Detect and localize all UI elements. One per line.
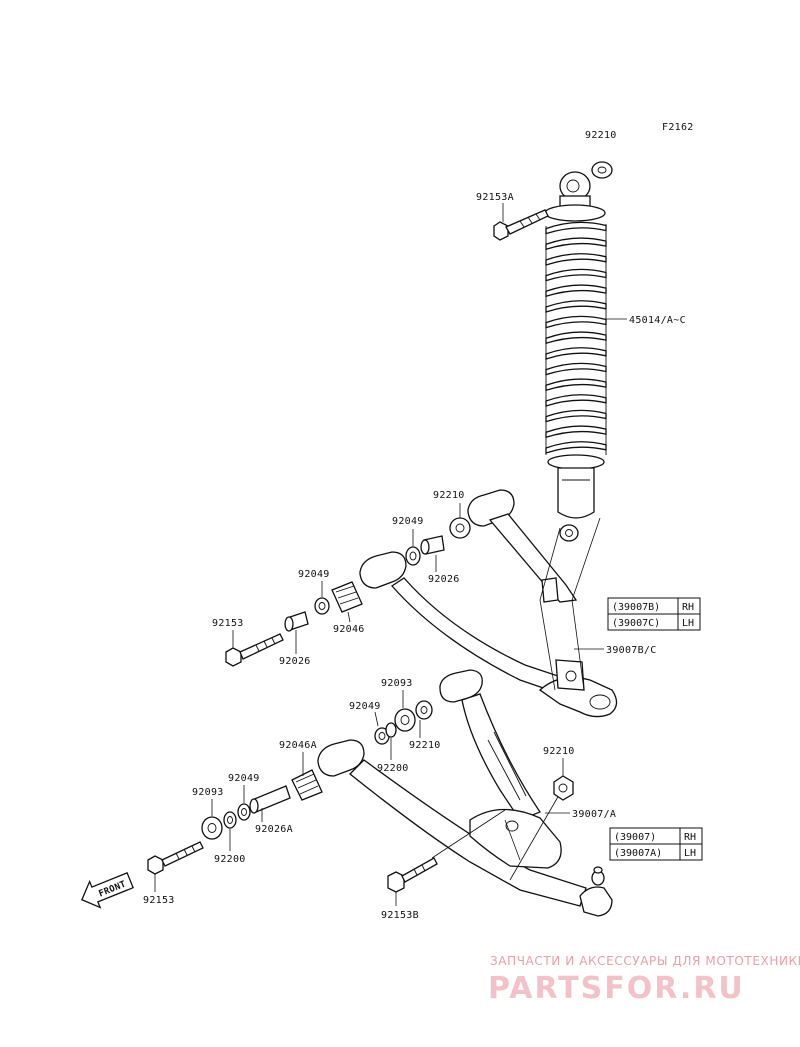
bushing-92049-upper-front[interactable]	[314, 597, 330, 615]
spring-coil	[545, 394, 607, 407]
lower-arm-table: (39007) RH (39007A) LH	[609, 827, 703, 861]
front-arrow-icon: FRONT	[81, 871, 134, 909]
label-92153-upper: 92153	[212, 618, 244, 629]
label-92200-lower-r: 92200	[377, 763, 409, 774]
label-92026-upper-r: 92026	[428, 574, 460, 585]
label-92210-lower-r: 92210	[409, 740, 441, 751]
collar-92026-upper-front[interactable]	[284, 611, 309, 632]
label-92210-upper: 92210	[433, 490, 465, 501]
spring-coil	[545, 221, 607, 235]
washer-92200-lower-front[interactable]	[223, 811, 237, 829]
nut-92210-lower-rear[interactable]	[415, 700, 433, 720]
label-92046-upper: 92046	[333, 624, 365, 635]
spring-coil	[545, 425, 607, 439]
label-92049-upper-l: 92049	[298, 569, 330, 580]
spring-coil	[545, 315, 607, 329]
table-cell: (39007)	[614, 832, 656, 843]
table-cell: (39007C)	[612, 618, 660, 629]
label-45014: 45014/A~C	[629, 315, 686, 326]
table-cell: (39007A)	[614, 848, 662, 859]
collar-92026A[interactable]	[249, 785, 291, 814]
spring-coil	[545, 441, 607, 454]
coil-spring	[545, 221, 607, 455]
upper-a-arm[interactable]	[359, 489, 618, 718]
spring-coil	[545, 284, 607, 298]
nut-92210-lower[interactable]	[553, 775, 574, 801]
table-cell: LH	[682, 618, 694, 629]
table-cell: LH	[684, 848, 696, 859]
label-92049-lower-l: 92049	[228, 773, 260, 784]
bushing-92046-upper[interactable]	[331, 581, 363, 613]
washer-92210-upper[interactable]	[449, 517, 471, 539]
bushing-92049-upper-rear[interactable]	[405, 546, 421, 566]
watermark-top: ЗАПЧАСТИ И АКСЕССУАРЫ ДЛЯ МОТОТЕХНИКИ	[490, 954, 800, 968]
label-92210-top: 92210	[585, 130, 617, 141]
washer-92093-lower-front[interactable]	[201, 816, 223, 840]
label-92153B: 92153B	[381, 910, 419, 921]
spring-coil	[545, 268, 607, 282]
shock-absorber[interactable]	[544, 171, 607, 542]
bolt-92153-lower[interactable]	[147, 841, 204, 875]
label-92026-upper-l: 92026	[279, 656, 311, 667]
watermark: ЗАПЧАСТИ И АКСЕССУАРЫ ДЛЯ МОТОТЕХНИКИ PA…	[488, 954, 800, 1006]
label-92093-lower-r: 92093	[381, 678, 413, 689]
watermark-main: PARTSFOR.RU	[488, 971, 745, 1006]
label-92026A: 92026A	[255, 824, 293, 835]
label-39007A: 39007/A	[572, 809, 616, 820]
figure-code: F2162	[662, 122, 694, 133]
label-92046A: 92046A	[279, 740, 317, 751]
label-39007BC: 39007B/C	[606, 645, 657, 656]
spring-coil	[545, 378, 607, 392]
label-92200-lower-l: 92200	[214, 854, 246, 865]
table-cell: RH	[682, 602, 694, 613]
spring-coil	[545, 362, 607, 376]
spring-coil	[545, 331, 607, 345]
bushing-92049-lower-front[interactable]	[237, 803, 251, 821]
label-92049-lower-r: 92049	[349, 701, 381, 712]
bolt-92153B[interactable]	[387, 857, 438, 893]
spring-coil	[545, 300, 607, 313]
spring-coil	[545, 409, 607, 423]
washer-92093-lower-rear[interactable]	[394, 708, 416, 732]
bushing-92046A[interactable]	[291, 769, 323, 801]
spring-coil	[545, 347, 607, 360]
spring-coil	[545, 253, 607, 266]
label-92093-lower-l: 92093	[192, 787, 224, 798]
lower-a-arm[interactable]	[317, 669, 613, 917]
bolt-92153-upper[interactable]	[225, 633, 284, 667]
table-cell: RH	[684, 832, 696, 843]
upper-arm-table: (39007B) RH (39007C) LH	[607, 597, 701, 631]
label-92210-lower-nut: 92210	[543, 746, 575, 757]
label-92049-upper-r: 92049	[392, 516, 424, 527]
collar-92026-upper-rear[interactable]	[420, 535, 445, 555]
bolt-92153A[interactable]	[493, 209, 549, 241]
spring-coil	[545, 237, 607, 251]
label-92153-lower: 92153	[143, 895, 175, 906]
label-92153A: 92153A	[476, 192, 514, 203]
washer-92200-lower-rear[interactable]	[385, 722, 397, 738]
nut-92210-top[interactable]	[591, 161, 613, 179]
table-cell: (39007B)	[612, 602, 660, 613]
spring-outline	[545, 224, 607, 455]
